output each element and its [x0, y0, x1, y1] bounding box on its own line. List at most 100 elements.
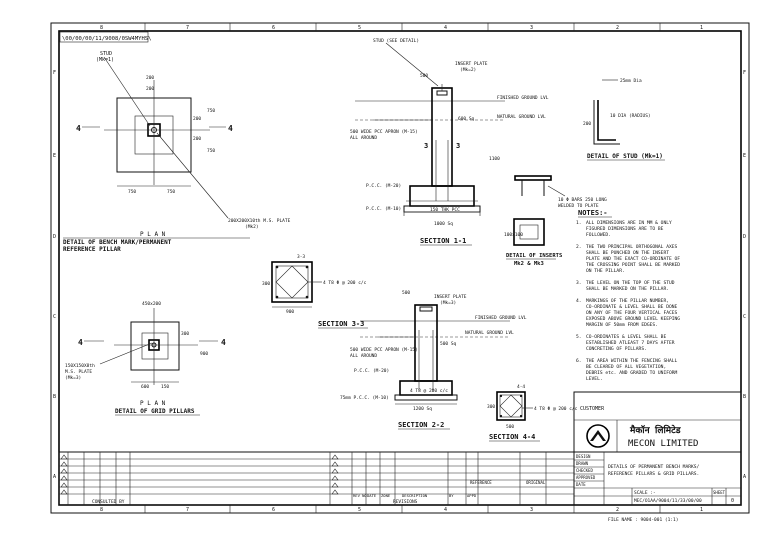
plan1-dim-right: 200	[193, 116, 201, 122]
revision-triangle-icon	[60, 482, 68, 488]
plan2-dim-top: 450x200	[142, 301, 161, 307]
plan2-dim-bot2: 150	[161, 384, 169, 390]
grid-col-4-bottom: 4	[444, 507, 447, 513]
plan2-plate-sub: (Mk=3)	[65, 375, 81, 381]
grid-row-b-right: B	[743, 394, 746, 400]
revision-triangle-icon	[60, 454, 68, 460]
stud-title: DETAIL OF STUD (Mk=1)	[587, 153, 663, 160]
note-number: 4.	[576, 298, 582, 304]
grid-row-a-left: A	[53, 474, 56, 480]
plan1-stud-sub: (Mk=1)	[96, 57, 114, 63]
title-reference: REFERENCE	[470, 480, 492, 485]
titleblock-row-label: DESIGN	[576, 454, 591, 459]
revision-triangle-icon	[60, 468, 68, 474]
titleblock-row-label: DRAWN	[576, 461, 589, 466]
sec22-insert-plate: INSERT PLATE	[434, 294, 467, 300]
sec22-base: 1200 Sq	[413, 406, 432, 412]
inserts-note2: WELDED TO PLATE	[558, 203, 599, 209]
title-original: ORIGINAL	[526, 480, 546, 485]
title-rev: 0	[731, 498, 734, 504]
sec22-title: SECTION 2-2	[398, 421, 444, 429]
grid-row-e-left: E	[53, 153, 56, 159]
plan1-subtitle2: REFERENCE PILLAR	[63, 246, 121, 253]
stud-dim1: 25mm Dia	[620, 78, 642, 84]
grid-row-d-right: D	[743, 234, 746, 240]
grid-row-e-right: E	[743, 153, 746, 159]
note-number: 6.	[576, 358, 582, 364]
title-scale-label: SCALE :-	[634, 490, 656, 496]
plan2-dim-bot: 600	[141, 384, 149, 390]
revision-triangle-icon	[331, 461, 339, 467]
sec22-apron: 500 WIDE PCC APRON (M-15)	[350, 347, 418, 353]
plan1-cut-mark-left: 4	[76, 124, 81, 133]
section-3-3: 3-3 300 900 4 T8 Φ @ 200 c/c SECTION 3-3	[262, 254, 368, 329]
plan2-subtitle: DETAIL OF GRID PILLARS	[115, 408, 195, 415]
sec11-apron2: ALL AROUND	[350, 135, 377, 141]
grid-row-c-left: C	[53, 314, 56, 320]
sec22-thk: 4 T8 @ 200 c/c	[410, 388, 448, 394]
grid-row-f-left: F	[53, 70, 56, 76]
grid-col-8-bottom: 8	[100, 507, 103, 513]
grid-col-4: 4	[444, 25, 447, 31]
inserts-dim: 100x100	[504, 232, 523, 238]
sec11-pcc2: P.C.C. (M-10)	[366, 206, 401, 212]
plan2-cut-mark-right: 4	[221, 338, 226, 347]
note-number: 2.	[576, 244, 582, 250]
sec22-dim-500b: 500 Sq	[440, 341, 457, 347]
sec11-insert-plate: INSERT PLATE	[455, 61, 488, 67]
grid-reference-sides: F E D C B A F E D C B A	[53, 70, 746, 480]
outer-border	[50, 22, 750, 514]
plan1-title: P L A N	[140, 231, 166, 238]
sec44-mark: 4-4	[517, 384, 525, 390]
grid-reference-top: 8 7 6 5 4 3 2 1	[100, 23, 703, 31]
grid-col-6: 6	[272, 25, 275, 31]
plan2-dim-side: 300	[181, 331, 189, 337]
grid-row-a-right: A	[743, 474, 746, 480]
titleblock-row-label: CHECKED	[576, 468, 593, 473]
sec33-dim-side: 300	[262, 281, 270, 287]
rev-header-label: BY	[449, 493, 454, 498]
plan-bench-mark: 4 4 STUD (Mk=1) 200 200 200 200 750 750 …	[63, 51, 291, 253]
plan1-dim-top2: 200	[146, 86, 154, 92]
title-consulted-by: CONSULTED BY	[92, 499, 125, 505]
plan1-dim-top: 200	[146, 75, 154, 81]
plan2-cut-mark-left: 4	[78, 338, 83, 347]
title-customer: CUSTOMER	[580, 406, 605, 412]
sec44-dim-side: 300	[487, 404, 495, 410]
drawing-ref-rotated: \00/00/00/11/9008/0SW4MYHS\	[62, 36, 151, 42]
title-sheet-label: SHEET	[713, 490, 726, 495]
grid-row-c-right: C	[743, 314, 746, 320]
section-1-1: STUD (SEE DETAIL) INSERT PLATE (Mk=2) 50…	[350, 38, 549, 246]
sec11-title: SECTION 1-1	[420, 237, 466, 245]
revision-triangle-icon	[331, 454, 339, 460]
sec11-apron: 500 WIDE PCC APRON (M-15)	[350, 129, 418, 135]
sec22-finished-ground: FINISHED GROUND LVL	[475, 315, 527, 321]
revision-triangle-icon	[60, 461, 68, 467]
plan1-plate-sub: (Mk2)	[245, 224, 259, 230]
grid-col-5: 5	[358, 25, 361, 31]
grid-col-1-bottom: 1	[700, 507, 703, 513]
sec11-stud-note: STUD (SEE DETAIL)	[373, 38, 419, 44]
title-revisions: REVISIONS	[393, 499, 418, 505]
plan1-dim-side: 750	[207, 108, 215, 114]
grid-row-b-left: B	[53, 394, 56, 400]
note-item: MARKINGS OF THE PILLAR NUMBER,CO-ORDINAT…	[586, 298, 680, 328]
title-company-hindi: मैकॉन लिमिटेड	[629, 424, 682, 436]
grid-col-2-bottom: 2	[616, 507, 619, 513]
grid-col-2: 2	[616, 25, 619, 31]
plan1-subtitle: DETAIL OF BENCH MARK/PERMANENT	[63, 239, 172, 246]
sec44-dim-bot: 500	[506, 424, 514, 430]
sec33-title: SECTION 3-3	[318, 320, 364, 328]
sec22-pcc1: P.C.C. (M-20)	[354, 368, 389, 374]
detail-of-inserts: 10 Φ BARS 250 LONG WELDED TO PLATE 100x1…	[504, 175, 607, 267]
detail-of-stud: 25mm Dia 10 DIA (RADIUS) 200 DETAIL OF S…	[583, 78, 665, 161]
rev-header-label: ZONE	[381, 493, 391, 498]
section-2-2: INSERT PLATE (Mk=3) 500 500 Sq FINISHED …	[340, 290, 527, 430]
mecon-logo-icon	[586, 424, 610, 448]
plan2-title: P L A N	[140, 400, 166, 407]
